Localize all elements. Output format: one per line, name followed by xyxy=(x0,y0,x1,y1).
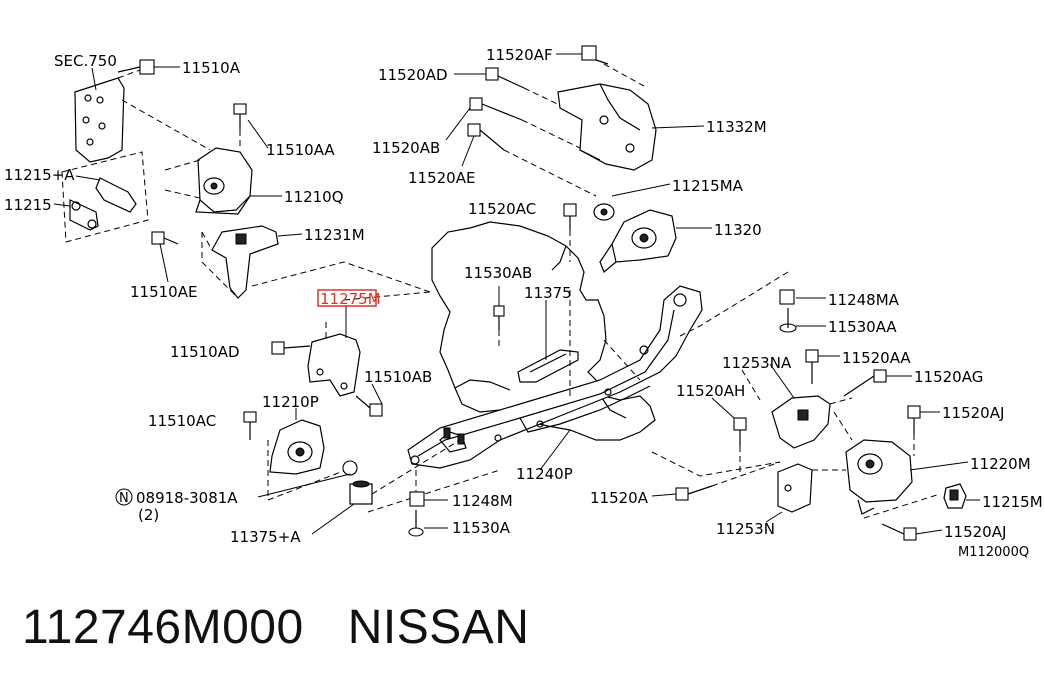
label-11320: 11320 xyxy=(714,221,762,239)
bolt-11510AA xyxy=(233,103,269,149)
label-11215A: 11215+A xyxy=(4,166,75,184)
label-11375: 11375 xyxy=(524,284,572,302)
label-n-marker: N xyxy=(119,491,129,506)
label-11248M: 11248M xyxy=(452,492,513,510)
bracket-11332M xyxy=(557,83,705,171)
bolt-11520AF xyxy=(556,45,609,65)
bolt-11520AB xyxy=(445,97,523,141)
label-11215: 11215 xyxy=(4,196,52,214)
bolt-11510AC xyxy=(243,411,257,440)
nut-11248M xyxy=(409,491,448,507)
bolt-11520AA xyxy=(805,349,840,384)
highlight-box-11275M xyxy=(317,289,377,307)
bolt-11530A xyxy=(408,510,448,537)
label-11231M: 11231M xyxy=(304,226,365,244)
bolt-11510AB xyxy=(355,383,383,417)
bolt-11520AD xyxy=(454,67,525,89)
bracket-11253NA xyxy=(769,363,831,449)
nut-08918 xyxy=(257,460,358,498)
nut-11248MA xyxy=(779,289,826,305)
label-11520AA: 11520AA xyxy=(842,349,911,367)
footer-caption: 112746M000 NISSAN xyxy=(22,600,573,655)
label-11248MA: 11248MA xyxy=(828,291,900,309)
label-11520AC: 11520AC xyxy=(468,200,536,218)
label-11530A: 11530A xyxy=(452,519,511,537)
label-11510AA: 11510AA xyxy=(266,141,335,159)
bolt-11520AH xyxy=(711,397,747,446)
label-11530AA: 11530AA xyxy=(828,318,897,336)
label-11510AE: 11510AE xyxy=(130,283,197,301)
bracket-11231M xyxy=(211,225,303,299)
label-drawing-code: M112000Q xyxy=(958,545,1029,560)
label-08918: 08918-3081A xyxy=(136,489,238,507)
label-11253NA: 11253NA xyxy=(722,354,792,372)
link-11215 xyxy=(53,199,99,231)
label-11332M: 11332M xyxy=(706,118,767,136)
label-11520AJ: 11520AJ xyxy=(942,404,1004,422)
bolt-11530AB xyxy=(493,286,505,330)
label-11520AG: 11520AG xyxy=(914,368,983,386)
label-11215M: 11215M xyxy=(982,493,1043,511)
engine-mount-11220M xyxy=(845,439,969,515)
label-11520AH: 11520AH xyxy=(676,382,745,400)
label-11510AD: 11510AD xyxy=(170,343,240,361)
front-member-11240P xyxy=(407,285,703,469)
bolt-11520AE xyxy=(461,123,505,167)
bracket-sec750 xyxy=(74,67,125,163)
footer-part-number: 112746M000 xyxy=(22,601,304,654)
label-11510AC: 11510AC xyxy=(148,412,216,430)
label-11240P: 11240P xyxy=(516,465,573,483)
bolt-11520AJ-top xyxy=(907,405,940,434)
label-11520AD: 11520AD xyxy=(378,66,448,84)
bolt-11520A xyxy=(651,485,713,501)
bolt-11520AC xyxy=(563,203,577,230)
link-11215A xyxy=(75,175,137,213)
label-11215MA: 11215MA xyxy=(672,177,744,195)
label-11520AJ-2: 11520AJ xyxy=(944,523,1006,541)
bolt-11510AE xyxy=(151,231,179,283)
engine-mount-11320 xyxy=(599,209,712,273)
label-11520A: 11520A xyxy=(590,489,649,507)
engine-mount-11210Q xyxy=(195,147,282,215)
label-qty2: (2) xyxy=(138,506,159,524)
n-marker-circle xyxy=(115,488,133,506)
label-11275M: 11275M xyxy=(320,290,381,308)
label-11520AF: 11520AF xyxy=(486,46,553,64)
label-11253N: 11253N xyxy=(716,520,775,538)
bracket-11275M xyxy=(307,306,361,397)
spacer-11375A xyxy=(311,480,373,535)
bracket-11375 xyxy=(517,300,579,383)
bolt-11520AG xyxy=(843,369,912,397)
label-11210P: 11210P xyxy=(262,393,319,411)
label-11510A: 11510A xyxy=(182,59,241,77)
label-11375A: 11375+A xyxy=(230,528,301,546)
label-11530AB: 11530AB xyxy=(464,264,532,282)
label-11520AE: 11520AE xyxy=(408,169,475,187)
washer-11215MA xyxy=(593,183,671,221)
footer-brand: NISSAN xyxy=(347,601,530,654)
bracket-11253N xyxy=(765,463,813,523)
label-sec750: SEC.750 xyxy=(54,52,117,70)
label-11510AB: 11510AB xyxy=(364,368,432,386)
bolt-11530AA xyxy=(779,308,826,333)
label-11220M: 11220M xyxy=(970,455,1031,473)
stopper-11215M xyxy=(943,483,980,509)
bolt-11510A xyxy=(117,59,180,75)
label-11210Q: 11210Q xyxy=(284,188,344,206)
bolt-11520AJ-bottom xyxy=(881,523,943,541)
label-11520AB: 11520AB xyxy=(372,139,440,157)
bolt-11510AD xyxy=(271,341,311,355)
engine-mount-11210P xyxy=(269,408,325,475)
